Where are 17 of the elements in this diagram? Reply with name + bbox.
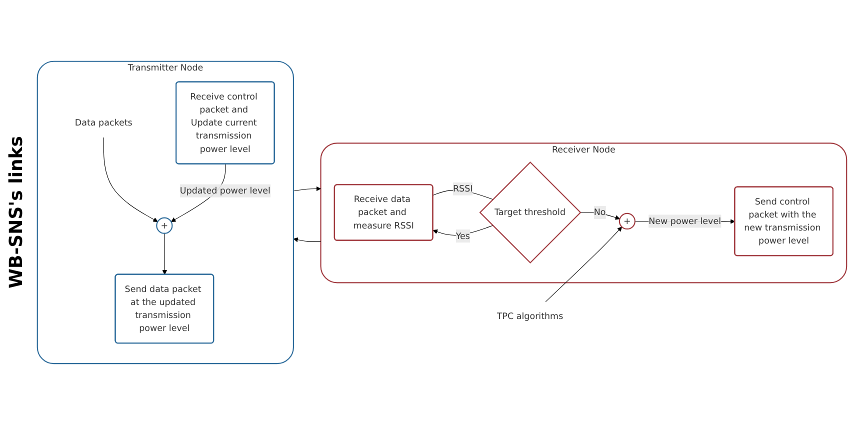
link-label: WB-SNS's links xyxy=(6,136,27,289)
node-circle: + xyxy=(156,217,173,234)
arrow xyxy=(432,225,494,236)
arrow xyxy=(545,226,622,302)
edge-label: Updated power level xyxy=(180,185,270,196)
node-diamond: Target threshold xyxy=(479,162,582,264)
arrow xyxy=(293,186,321,192)
node-circle: + xyxy=(618,212,636,230)
edge-label: New power level xyxy=(648,216,721,226)
node-text: Data packets xyxy=(74,117,132,128)
edge-label: RSSI xyxy=(452,183,473,194)
arrow xyxy=(293,237,322,242)
node-text: TPC algorithms xyxy=(496,311,564,322)
edge-label: No xyxy=(594,207,606,218)
edge-label: Yes xyxy=(456,230,470,241)
arrow xyxy=(103,137,158,222)
arrow xyxy=(162,233,168,275)
